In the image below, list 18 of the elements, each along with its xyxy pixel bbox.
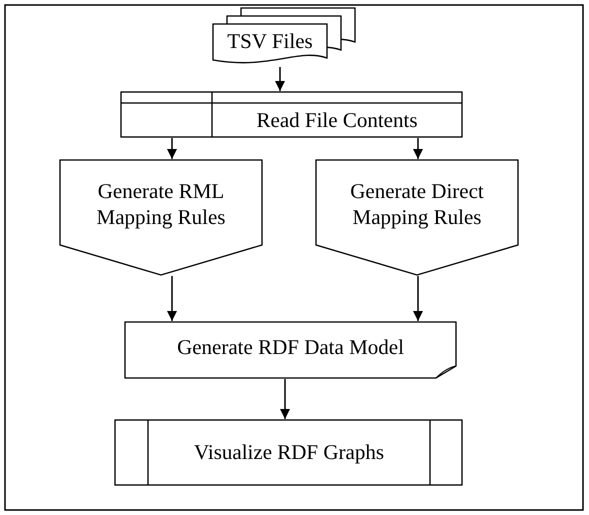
- node-label: Visualize RDF Graphs: [194, 439, 384, 466]
- document-shape: [125, 322, 456, 378]
- off-page-connector-shape: [60, 160, 262, 275]
- arrow: [280, 379, 290, 419]
- off-page-connector-shape: [316, 160, 518, 275]
- arrow: [167, 138, 177, 159]
- arrow: [413, 276, 423, 321]
- multi-document-shape: [213, 8, 355, 66]
- node-label: Read File Contents: [256, 106, 418, 134]
- predefined-process-shape: [115, 420, 462, 485]
- arrow: [275, 67, 285, 91]
- arrow: [413, 138, 423, 159]
- node-label: TSV Files: [227, 28, 313, 54]
- node-label: Generate RDF Data Model: [177, 334, 404, 360]
- node-label: Generate Direct Mapping Rules: [349, 178, 485, 230]
- node-label: Generate RML Mapping Rules: [96, 178, 226, 230]
- arrow: [167, 276, 177, 321]
- internal-storage-shape: [121, 92, 462, 137]
